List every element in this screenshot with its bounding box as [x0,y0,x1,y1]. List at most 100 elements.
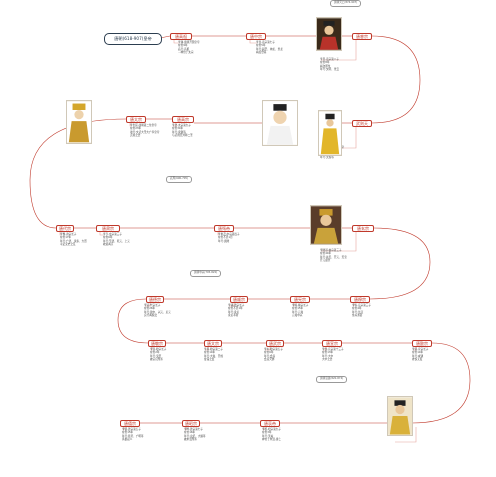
portrait-gaozong [262,100,298,146]
note-line: 年号:宝历 [150,354,162,358]
note-line: 李忱,宪宗第十三子 [322,348,344,351]
emperor-node-muzong[interactable]: 唐穆宗 [350,296,370,303]
note-connector [413,347,417,351]
emperor-node-wuzong[interactable]: 唐武宗 [266,340,284,347]
note-connector [229,303,235,307]
note-line: 年号:广德、永泰、大历 [60,239,87,243]
note-line: 贞观之治 [130,134,141,138]
emperor-node-zhaozong[interactable]: 唐昭宗 [182,420,200,427]
note-connector [151,347,153,351]
emperor-notes-aidi: 李柷,昭宗第九子在位3年年号:天祐禅位于朱温,唐亡 [262,428,281,442]
note-line: 李重茂,中宗第四子 [218,233,240,236]
note-line: 与武则天并称二圣 [172,134,193,138]
note-line: 李诵,德宗长子 [228,304,245,307]
note-line: 李隆基,睿宗第三子 [320,249,342,252]
note-line: 李亨,玄宗第三子 [103,233,122,236]
note-line: 李旦,高宗第八子 [320,58,339,61]
note-line: 会昌灭佛 [264,358,275,362]
emperor-node-yizong[interactable]: 唐懿宗 [412,340,432,347]
note-line: 庙号:高祖 [178,47,190,51]
note-line: 在位6年 [103,236,113,240]
note-line: 年号:至德、乾元、上元 [103,239,130,243]
emperor-node-aidi[interactable]: 唐哀帝 [260,420,280,427]
note-connector [173,123,177,127]
note-line: 大中之治 [322,358,333,362]
note-line: 在位5年 [256,44,266,48]
note-line: 收复两京 [103,243,114,247]
emperor-node-gaozu[interactable]: 唐高祖 [170,33,192,40]
note-connector [185,427,187,431]
emperor-notes-ruizong: 李旦,高宗第八子在位8年两次即位年号:文明、景云 [320,58,339,72]
note-line: 在位9年 [178,44,188,48]
note-line: 年号:永贞 [228,310,240,314]
note-line: 李豫,肃宗长子 [60,233,77,236]
emperor-node-suzong[interactable]: 唐肃宗 [96,225,120,232]
note-line: 年号:龙纪、大顺等 [184,434,206,438]
connector-line [117,298,149,344]
connector-line [369,227,431,300]
emperor-node-shangdi[interactable]: 唐殇帝 [214,225,234,232]
note-line: 李治,太宗第九子 [172,124,191,127]
note-line: 年号:唐隆 [218,239,230,243]
era-pill: 武周(690-705) [166,176,193,183]
note-line: 年号:嗣圣、神龙、景龙 [256,47,283,51]
note-line: 实行两税法 [144,314,157,318]
portrait-aidi [387,396,413,436]
note-connector [59,232,61,236]
emperor-node-xizong[interactable]: 唐僖宗 [120,420,140,427]
emperor-node-wuzetian[interactable]: 武则天 [352,120,372,127]
note-line: 年号:会昌 [264,354,276,358]
emperor-notes-shangdi: 李重茂,中宗第四子在位不足1月年号:唐隆 [218,233,240,243]
note-line: 在位17年 [60,236,72,240]
note-connector [321,40,357,61]
note-line: 黄巢起义 [122,438,133,442]
note-line: 在位16年 [184,431,196,435]
era-pill: 唐朝灭亡(874-907) [330,0,362,7]
note-line: ...禅位于太宗 [178,51,194,55]
emperor-portrait-icon [67,101,91,143]
emperor-notes-xuanzong: 李隆基,睿宗第三子在位44年年号:先天、开元、天宝开元盛世 [320,249,347,263]
emperor-notes-taizong: 李世民,唐朝第二位皇帝在位23年谥号:文武大圣大广孝皇帝贞观之治 [130,124,159,138]
portrait-gaozu [316,17,342,51]
note-line: 在位14年 [412,351,424,355]
note-line: 在位14年 [204,351,216,355]
emperor-node-xuanzong[interactable]: 唐玄宗 [352,225,374,232]
note-line: 年号:先天、开元、天宝 [320,255,347,259]
emperor-node-xianzong[interactable]: 唐宪宗 [290,296,310,303]
note-connector [145,303,151,307]
portrait-zhongzong [318,110,342,156]
note-line: 在位不足1月 [218,236,233,240]
emperor-notes-yizong: 李漼,宣宗长子在位14年年号:咸通奢侈无度 [412,348,428,362]
note-line: 年号:文明、景云 [320,68,340,72]
note-connector [123,427,125,431]
emperor-notes-suzong: 李亨,玄宗第三子在位6年年号:至德、乾元、上元收复两京 [103,233,130,247]
note-line: 李恒,宪宗第三子 [352,304,371,307]
note-line: 李湛,穆宗长子 [150,348,167,351]
note-connector [263,427,265,431]
note-connector [265,347,271,351]
note-line: 年号:永徽等 [172,130,186,134]
emperor-node-taizong[interactable]: 唐太宗 [126,116,146,123]
emperor-node-xuanzong2[interactable]: 唐宣宗 [322,340,342,347]
note-line: 李纯,顺宗长子 [292,304,309,307]
note-line: 甘露之变 [204,358,215,362]
note-connector [395,427,417,443]
emperor-node-shunzong[interactable]: 唐顺宗 [230,296,248,303]
emperor-node-wenzong[interactable]: 唐文宗 [204,340,222,347]
emperor-node-gaozong[interactable]: 唐高宗 [172,116,194,123]
era-pill: 唐朝衰落(820-874) [316,376,348,383]
emperor-node-dezong[interactable]: 唐德宗 [146,296,164,303]
note-line: 李儇,懿宗第五子 [122,428,141,431]
emperor-portrait-icon [263,101,297,145]
emperor-notes-xianzong: 李纯,顺宗长子在位15年年号:元和元和中兴 [292,304,308,318]
note-connector [353,303,355,307]
emperor-notes-muzong: 李恒,宪宗第三子在位4年年号:长庆性好游宴 [352,304,371,318]
emperor-node-zhongzong[interactable]: 唐中宗 [246,33,266,40]
note-connector [173,40,179,44]
emperor-node-daizong[interactable]: 唐代宗 [56,225,74,232]
emperor-node-ruizong[interactable]: 唐睿宗 [352,33,372,40]
note-line: 李显,高宗第七子 [256,41,275,44]
emperor-node-jingzong[interactable]: 唐敬宗 [148,340,166,347]
note-line: 年号:咸通 [412,354,424,358]
